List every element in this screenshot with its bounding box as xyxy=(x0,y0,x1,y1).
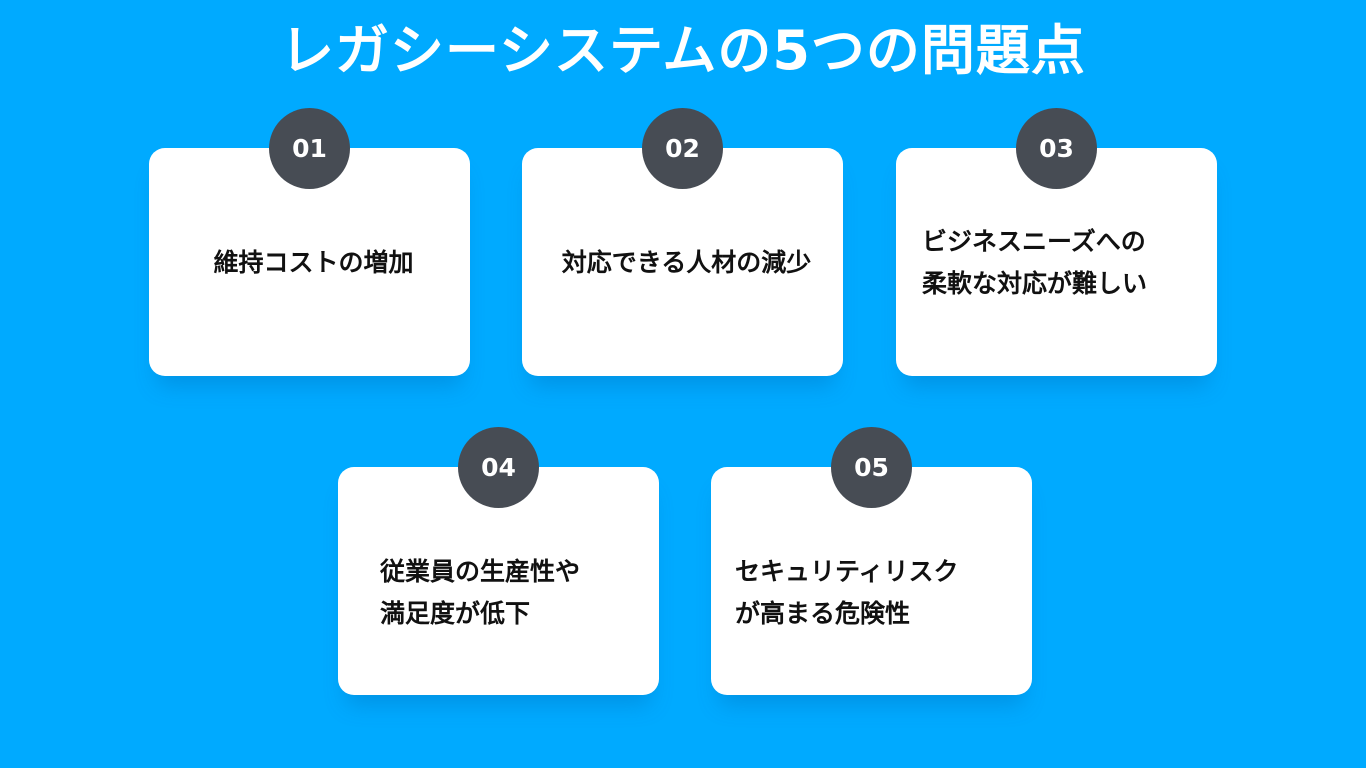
problem-text-3-line-1: ビジネスニーズへの xyxy=(922,227,1146,256)
problem-text-5: セキュリティリスク が高まる危険性 xyxy=(735,551,1018,635)
page-title: レガシーシステムの5つの問題点 xyxy=(280,19,1086,82)
problem-text-3-line-2: 柔軟な対応が難しい xyxy=(922,269,1148,298)
problem-text-2-line-1: 対応できる人材の減少 xyxy=(561,248,812,277)
problem-text-1: 維持コストの増加 xyxy=(171,242,456,284)
problem-number-badge-4: 04 xyxy=(458,427,539,508)
problem-text-3: ビジネスニーズへの 柔軟な対応が難しい xyxy=(922,221,1203,305)
problem-text-1-line-1: 維持コストの増加 xyxy=(213,248,414,277)
problem-text-5-line-2: が高まる危険性 xyxy=(735,599,911,628)
problem-text-4: 従業員の生産性や 満足度が低下 xyxy=(380,551,645,635)
problem-text-5-line-1: セキュリティリスク xyxy=(735,557,959,586)
problem-card-3: 03 ビジネスニーズへの 柔軟な対応が難しい xyxy=(896,108,1217,376)
problem-text-4-line-2: 満足度が低下 xyxy=(380,599,531,628)
problem-number-badge-1: 01 xyxy=(269,108,350,189)
problem-card-1: 01 維持コストの増加 xyxy=(149,108,470,376)
problem-text-4-line-1: 従業員の生産性や xyxy=(380,557,581,586)
problem-number-badge-2: 02 xyxy=(642,108,723,189)
problem-card-5: 05 セキュリティリスク が高まる危険性 xyxy=(711,427,1032,695)
problem-card-4: 04 従業員の生産性や 満足度が低下 xyxy=(338,427,659,695)
problem-text-2: 対応できる人材の減少 xyxy=(544,242,829,284)
problem-number-badge-3: 03 xyxy=(1016,108,1097,189)
problem-card-2: 02 対応できる人材の減少 xyxy=(522,108,843,376)
problem-number-badge-5: 05 xyxy=(831,427,912,508)
